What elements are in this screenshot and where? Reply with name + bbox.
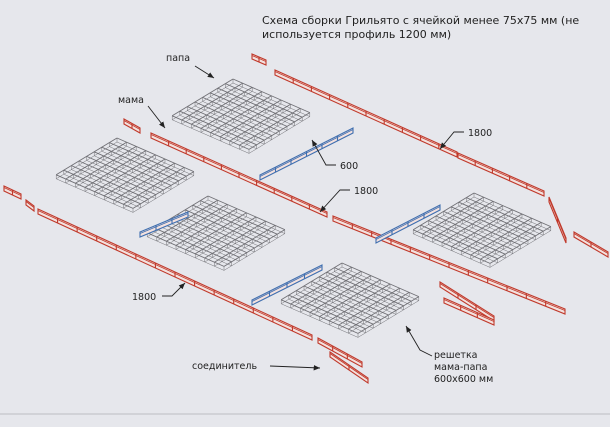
grid-panel-center [146,195,286,271]
len-1800-top-pointer [439,131,464,150]
profile-600-left [139,211,189,238]
label-len-1800-mid: 1800 [354,186,378,197]
mama-pointer [147,105,166,129]
label-papa: папа [166,53,190,64]
profile-1800-top-end [457,152,545,197]
profile-bottom-end-2 [443,297,495,326]
profile-left-short [3,185,22,200]
profile-connector [317,337,363,368]
label-len-1800-top: 1800 [468,128,492,139]
label-len-1800-left: 1800 [132,292,156,303]
profile-mama-short [123,118,141,134]
grid-panel-right [412,192,552,268]
label-grid-line-2: мама-папа [434,362,487,373]
profile-1800-mid [150,132,328,218]
title-line-2: используется профиль 1200 мм) [262,28,451,41]
profile-600-right [375,204,441,244]
label-grid-line-3: 600x600 мм [434,374,493,385]
profile-1800-left [37,208,313,341]
profiles [3,53,609,385]
title-line-1: Схема сборки Грильято с ячейкой менее 75… [262,14,579,27]
profile-1800-top [274,69,458,158]
profile-left-connector [25,198,35,213]
grid-panel-left [55,137,195,213]
len-1800-left-pointer [162,282,186,297]
grid-panel-bottom [280,262,420,338]
label-grid-line-1: решетка [434,350,478,361]
profile-right-end [573,231,609,258]
profile-1800-mid-long [332,215,566,315]
label-len-600: 600 [340,161,358,172]
papa-pointer [194,65,215,79]
profile-600-top [259,127,354,181]
label-mama: мама [118,95,144,106]
len-1800-mid-pointer [319,189,350,213]
grid-pointer [405,325,433,357]
grid-panel-top [171,78,311,154]
label-connector: соединитель [192,361,257,372]
len-600-pointer [311,139,336,166]
profile-600-center [251,264,323,306]
profile-papa-short [251,53,267,66]
profile-connector-right [548,196,567,244]
grid-panels [55,78,552,338]
connector-pointer [269,365,321,371]
profile-connector-lower [329,350,369,385]
pointer-lines [147,65,464,371]
